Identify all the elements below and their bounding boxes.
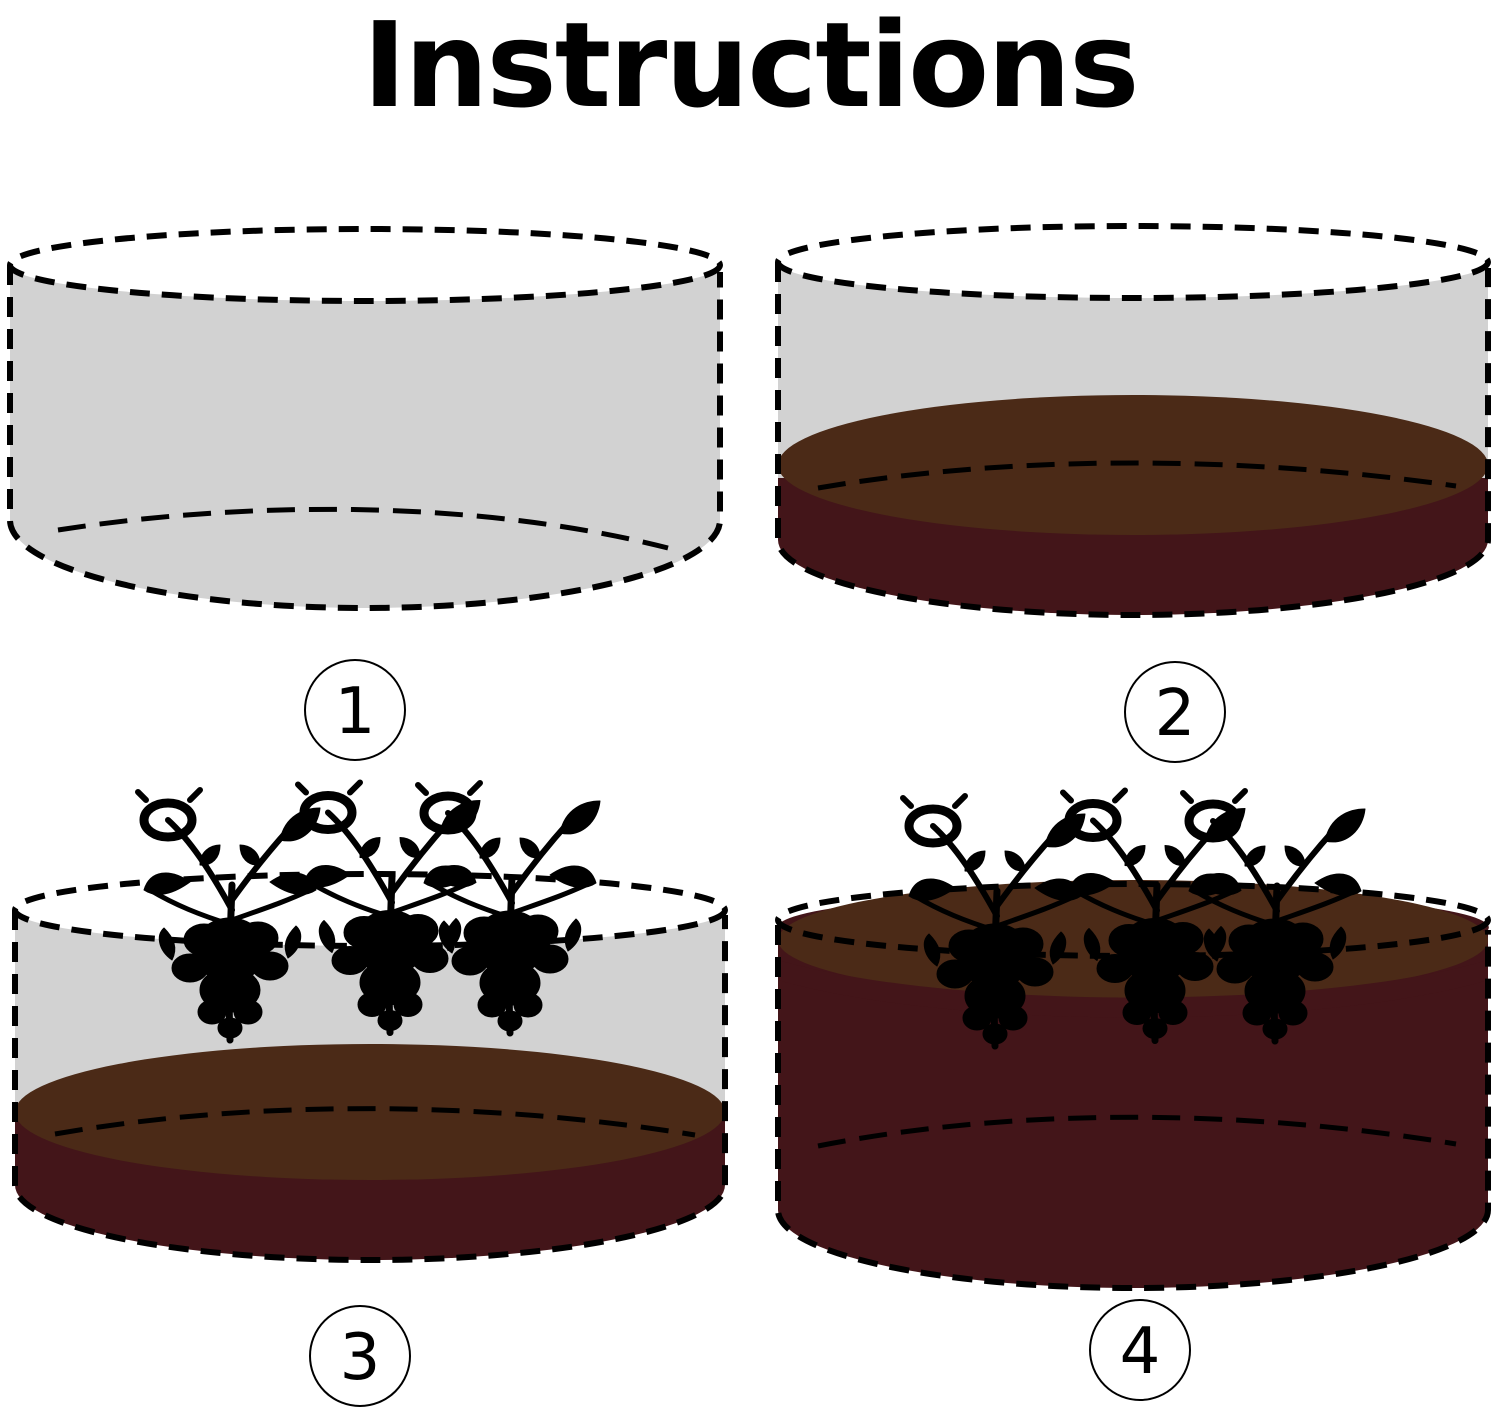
- step-2-label: 2: [1155, 677, 1196, 751]
- grow-bag-icon: [7, 226, 723, 611]
- step-1-badge: [304, 659, 406, 761]
- step-2-badge: [1124, 661, 1226, 763]
- step-3-label: 3: [340, 1321, 381, 1395]
- step-2-panel: 2: [775, 223, 1491, 763]
- step-4-label: 4: [1120, 1315, 1161, 1389]
- step-1-label: 1: [335, 675, 376, 749]
- step-4-badge: [1089, 1299, 1191, 1401]
- page-title: Instructions: [362, 0, 1140, 134]
- step-1-panel: 1: [7, 226, 723, 761]
- step-4-panel: 4: [775, 791, 1491, 1401]
- step-3-panel: 3: [12, 783, 728, 1407]
- step-3-badge: [309, 1305, 411, 1407]
- grow-bag-icon: [775, 223, 1491, 618]
